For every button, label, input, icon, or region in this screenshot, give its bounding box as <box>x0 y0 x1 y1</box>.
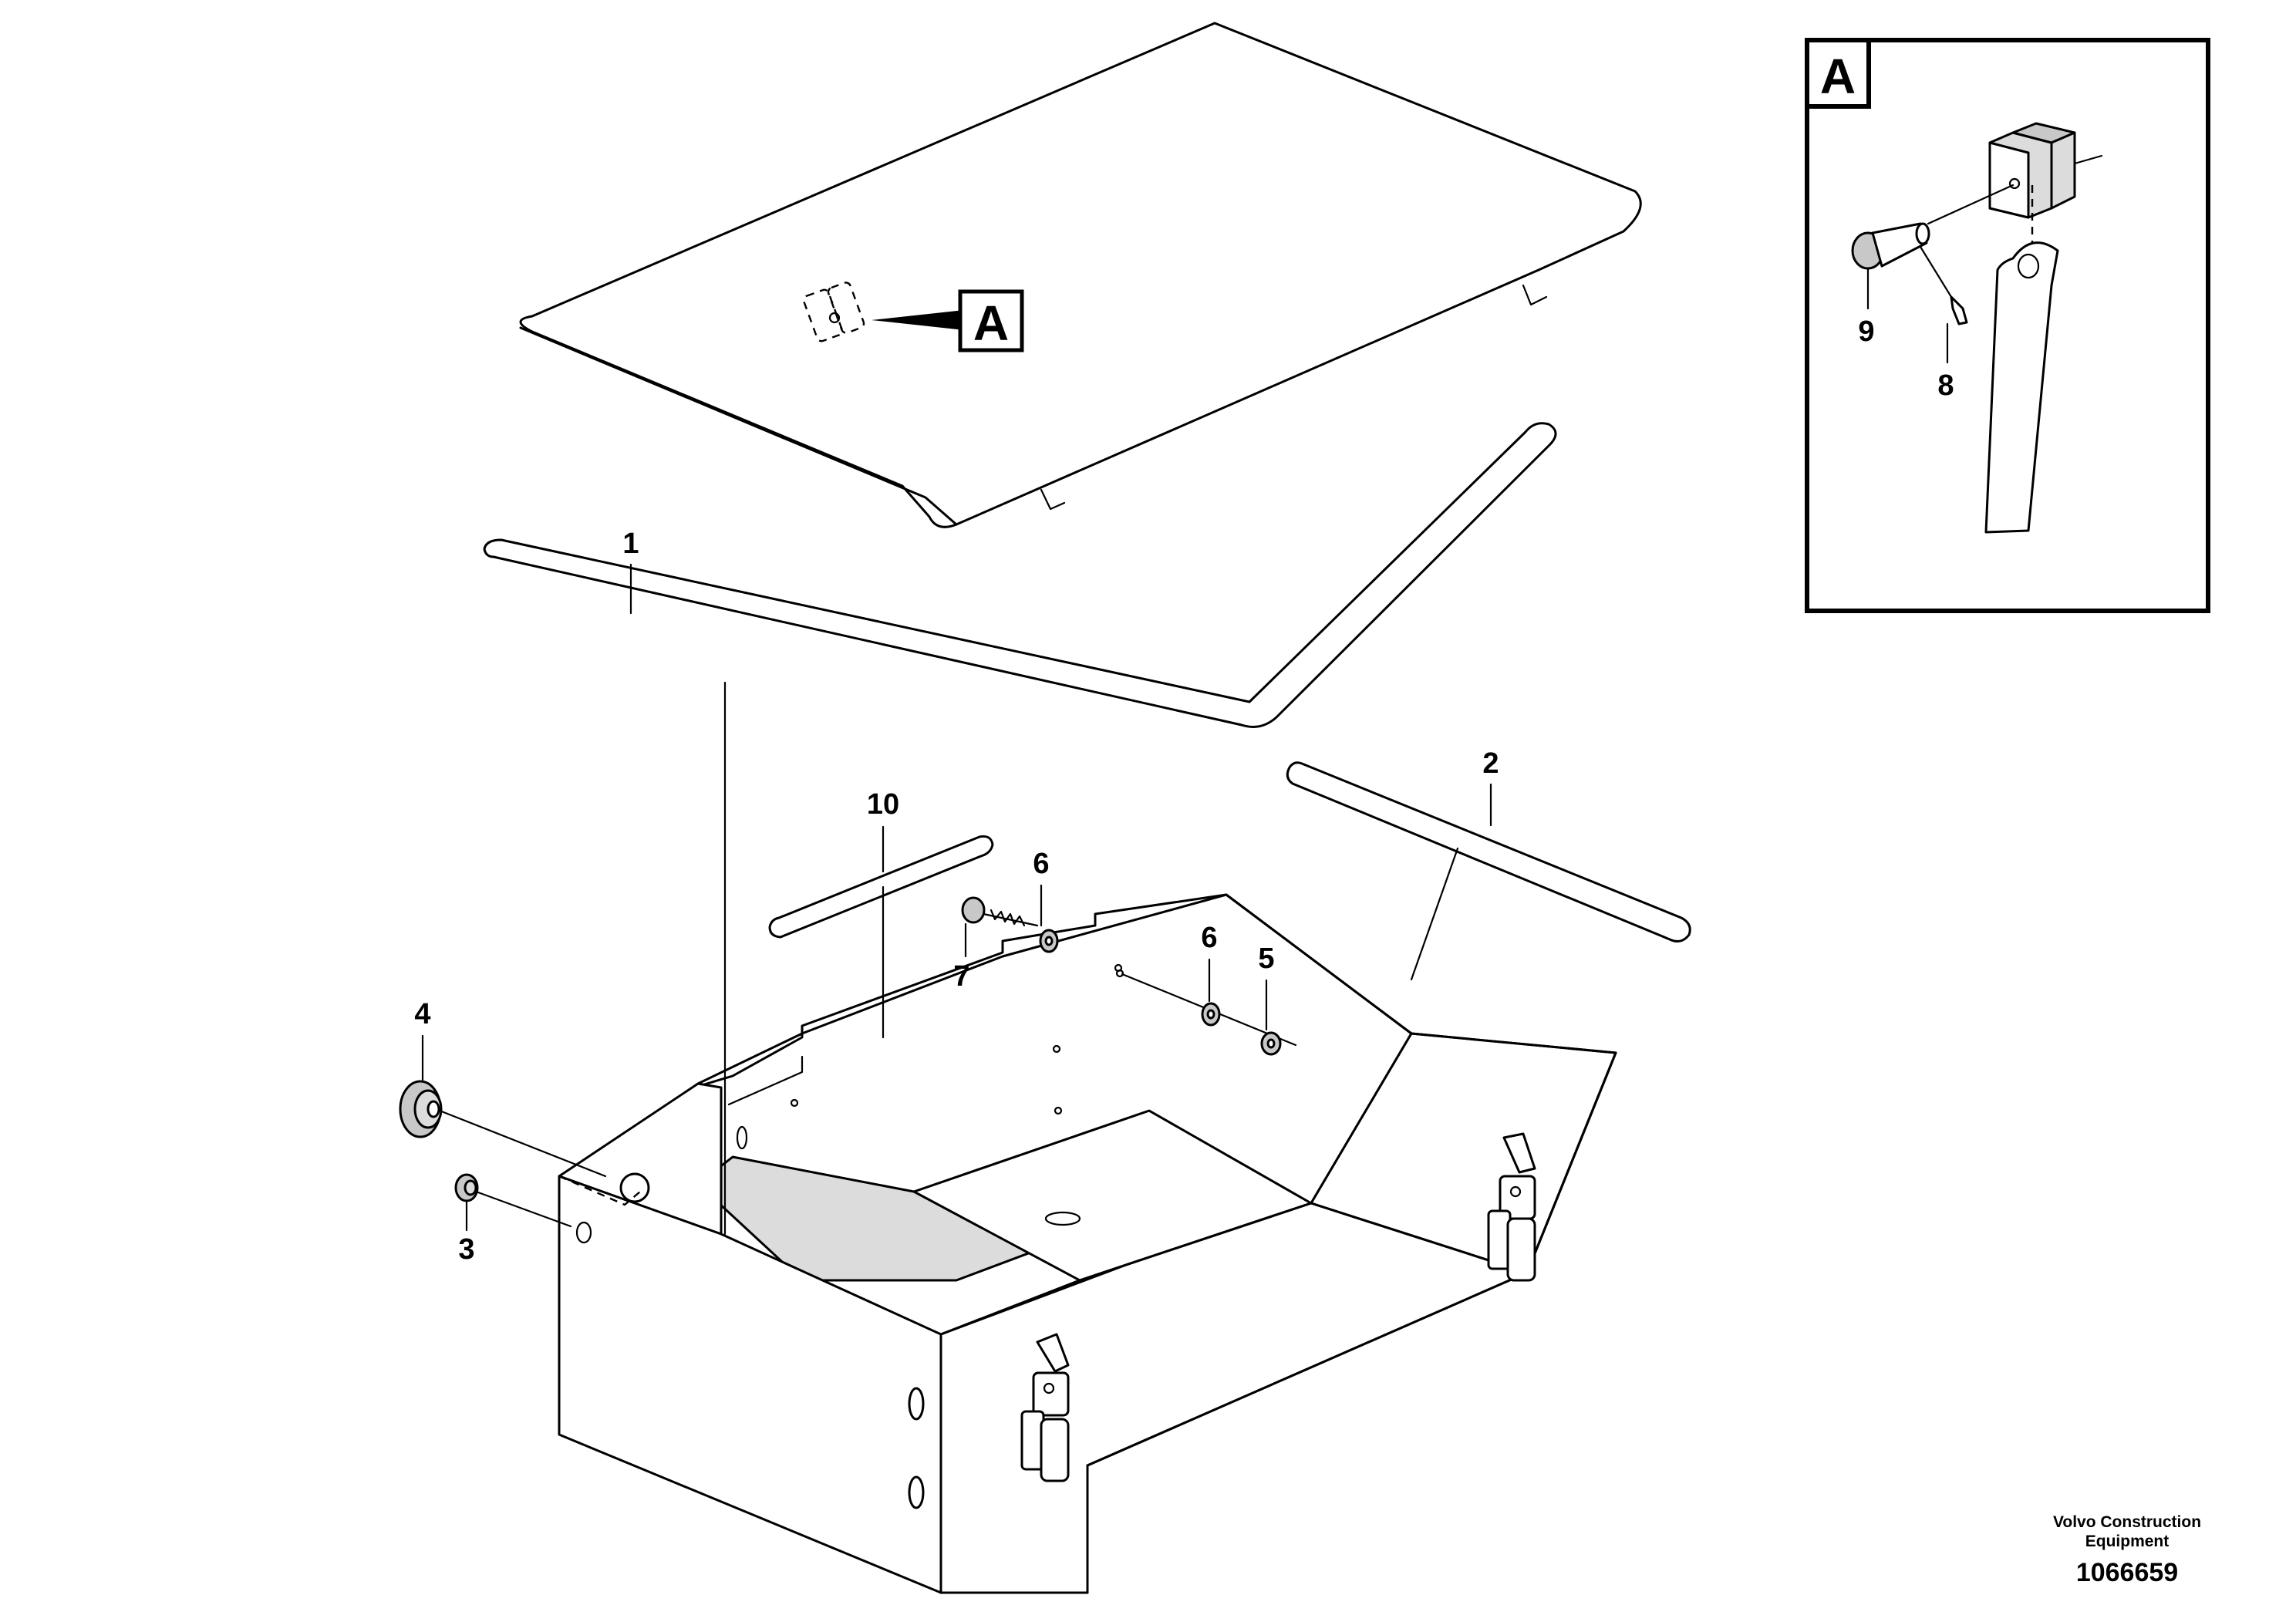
washer-6-upper-hole <box>1044 936 1054 946</box>
tool-box <box>558 893 1617 1594</box>
hidden-edge <box>558 1175 641 1206</box>
callout-5-label: 5 <box>1258 943 1274 975</box>
detail-strap <box>1984 241 2059 534</box>
washer-6-lower-hole <box>1206 1009 1215 1020</box>
callout-4: 4 <box>414 998 431 1081</box>
detail-a-panel: A 9 8 <box>1805 38 2210 613</box>
seal-strip-10 <box>768 835 994 939</box>
grommet-4-axis <box>438 1109 607 1178</box>
back-hole-2 <box>1054 1106 1063 1115</box>
lid-seal-strip <box>483 422 1557 728</box>
bolt-5-hole <box>1115 969 1124 978</box>
footer: Volvo Construction Equipment 1066659 <box>2053 1513 2201 1587</box>
box-rim-inner <box>727 1055 804 1106</box>
callout-9-label: 9 <box>1858 315 1874 348</box>
grommet-4-hole <box>426 1100 440 1118</box>
lid-bracket <box>802 282 964 342</box>
detail-axis-right <box>2073 154 2103 165</box>
plug-3-hole <box>575 1221 592 1244</box>
detail-pin-axis <box>1927 184 2014 225</box>
callout-10: 10 <box>867 788 899 873</box>
bolt-7-head <box>961 896 986 924</box>
side-latch <box>1487 1132 1536 1282</box>
lid-front-fold <box>519 326 958 526</box>
callout-7-label: 7 <box>953 960 969 993</box>
bolt-7 <box>961 896 1039 927</box>
ref-label-a: A <box>973 295 1009 351</box>
brand-line-1: Volvo Construction <box>2053 1513 2201 1531</box>
latch-body <box>1032 1371 1070 1417</box>
doc-number: 1066659 <box>2076 1558 2178 1587</box>
seal-strip-2 <box>1286 761 1691 943</box>
callout-6-lower: 6 <box>1201 922 1218 1003</box>
detail-pin-end <box>1915 222 1930 245</box>
plug-3-inner <box>464 1179 477 1196</box>
callout-2-label: 2 <box>1482 747 1499 780</box>
plug-3-axis <box>477 1191 572 1228</box>
bolt-7-shank <box>982 912 1039 927</box>
detail-bracket-front <box>1988 141 2030 219</box>
bolt-7-thread <box>990 909 1026 927</box>
ref-box-a <box>958 289 1024 352</box>
callout-3-label: 3 <box>458 1233 474 1266</box>
callout-7: 7 <box>953 922 970 993</box>
nut-5-hole <box>1266 1038 1276 1049</box>
callout-5: 5 <box>1258 943 1275 1031</box>
latch-pivot <box>1043 1382 1055 1394</box>
front-slot-1 <box>908 1387 925 1421</box>
latch-handle <box>1036 1333 1070 1373</box>
callout-3: 3 <box>458 1200 475 1266</box>
detail-bracket-side <box>2050 131 2076 210</box>
bracket-outline-2 <box>827 282 865 334</box>
side-latch-hook <box>1506 1217 1536 1282</box>
side-latch-handle <box>1502 1132 1536 1174</box>
box-rim-back <box>693 893 1617 1089</box>
box-right-edge <box>1526 1051 1617 1274</box>
bracket-hole <box>828 312 841 324</box>
box-corner-edge <box>939 1333 1089 1594</box>
lid: A <box>519 22 1642 528</box>
detail-strap-hole <box>2017 253 2040 279</box>
inner-slot <box>736 1125 748 1150</box>
callout-6a-label: 6 <box>1033 848 1049 880</box>
front-slot-2 <box>908 1475 925 1509</box>
back-hole-1 <box>1052 1044 1061 1054</box>
detail-clip-line <box>1919 245 1953 298</box>
detail-clip <box>1950 295 1968 325</box>
callout-1-label: 1 <box>622 528 639 560</box>
callout-2: 2 <box>1482 747 1499 827</box>
brand-line-2: Equipment <box>2085 1533 2170 1550</box>
detail-a-tag <box>1805 38 1871 109</box>
box-front-top-edge <box>939 1202 1529 1336</box>
grommet-4 <box>399 1080 443 1138</box>
lid-hinge-front <box>1040 488 1066 511</box>
latch-hook <box>1040 1418 1070 1482</box>
seal-2-leader <box>1410 847 1459 981</box>
callout-8-label: 8 <box>1937 369 1954 402</box>
callout-1: 1 <box>622 528 639 615</box>
callout-4-label: 4 <box>414 998 430 1030</box>
lid-hinge-right <box>1522 284 1548 306</box>
callout-6-upper: 6 <box>1033 848 1050 927</box>
tray-slot <box>1044 1211 1081 1226</box>
lid-panel <box>519 22 1642 528</box>
left-wall-hole <box>619 1172 650 1203</box>
detail-bracket-hole <box>2008 177 2021 190</box>
callout-6b-label: 6 <box>1201 922 1217 954</box>
bracket-outline <box>802 288 844 342</box>
front-latch <box>1020 1333 1070 1482</box>
detail-a-title: A <box>1820 49 1856 104</box>
callout-10-label: 10 <box>867 788 899 821</box>
box-bottom-edge <box>1086 1271 1529 1467</box>
back-hole-3 <box>790 1098 799 1108</box>
leader-arrow <box>872 310 964 330</box>
side-latch-pivot <box>1509 1185 1522 1198</box>
